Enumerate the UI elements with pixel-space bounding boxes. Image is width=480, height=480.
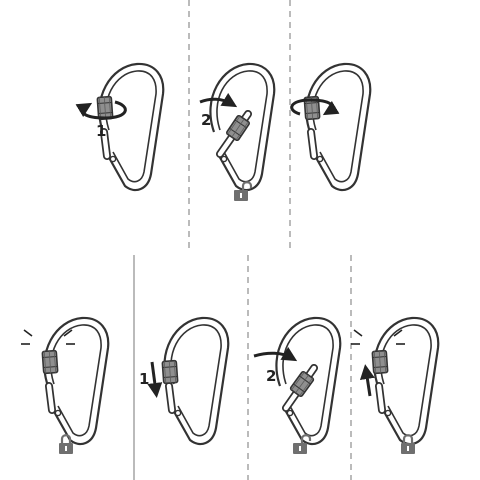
padlock-locked-icon [57, 434, 75, 456]
bottom-relock-carabiner [351, 316, 440, 446]
straight-arrow-icon [147, 361, 163, 398]
step-number-2: 2 [201, 111, 211, 129]
bottom-locked-carabiner [21, 316, 110, 446]
sleeve [96, 95, 114, 121]
sleeve [41, 349, 59, 375]
top-step-1-carabiner [75, 62, 165, 192]
step-number-1-bottom: 1 [139, 370, 149, 388]
straight-arrow-icon [199, 92, 238, 108]
click-burst-icon [21, 329, 75, 345]
sleeve [371, 349, 389, 375]
rotate-arrow-icon [290, 98, 340, 116]
rotate-arrow-icon [75, 100, 127, 120]
top-step-3-carabiner [290, 62, 372, 192]
straight-arrow-icon [253, 346, 298, 362]
straight-arrow-icon [359, 364, 375, 397]
panel-dividers [133, 0, 352, 480]
bottom-step-1-carabiner [147, 316, 230, 446]
step-number-1: 1 [96, 122, 106, 140]
bottom-step-2-carabiner [253, 316, 342, 446]
click-burst-icon [351, 329, 405, 345]
step-number-2-bottom: 2 [266, 367, 276, 385]
sleeve [161, 359, 179, 385]
top-step-2-carabiner [199, 62, 276, 192]
